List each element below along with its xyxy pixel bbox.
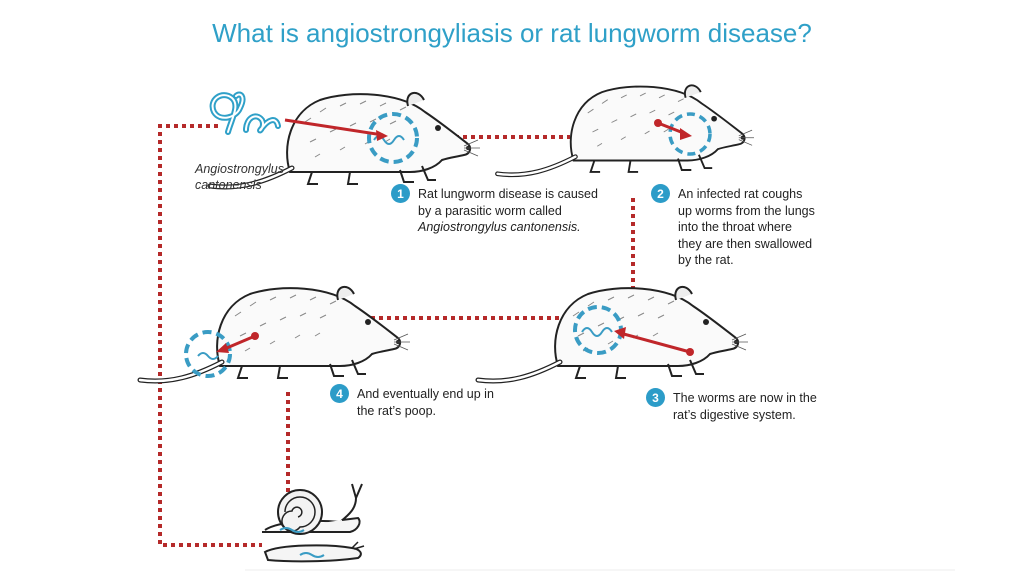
step-text-line: The worms are now in the <box>673 391 817 405</box>
step-text-line: up worms from the lungs <box>678 203 815 218</box>
step-number-badge: 3 <box>646 388 665 407</box>
step-number-badge: 2 <box>651 184 670 203</box>
step-2: 2 An infected rat coughs up worms from t… <box>651 184 815 269</box>
step-text-line: rat’s digestive system. <box>673 407 796 422</box>
rat-icon <box>478 287 748 381</box>
page-title: What is angiostrongyliasis or rat lungwo… <box>212 18 812 48</box>
step-text: The worms are now in the rat’s digestive… <box>673 390 817 423</box>
cycle-path <box>158 124 635 547</box>
throat-highlight <box>668 112 712 156</box>
step-text-line: Rat lungworm disease is caused <box>418 187 598 201</box>
rat-icon <box>498 85 755 174</box>
step-number-badge: 1 <box>391 184 410 203</box>
step-text-line: And eventually end up in <box>357 387 494 401</box>
step-text-line: into the throat where <box>678 220 792 234</box>
step-text-line: the rat’s poop. <box>357 403 436 418</box>
step-text: An infected rat coughs up worms from the… <box>678 186 815 269</box>
step-text-line: by the rat. <box>678 253 734 267</box>
species-name: cantonensis <box>195 178 262 192</box>
step-text-line: by a parasitic worm called <box>418 203 562 218</box>
snail-icon <box>262 483 363 535</box>
species-genus: Angiostrongylus <box>195 162 284 176</box>
step-4: 4 And eventually end up in the rat’s poo… <box>330 384 494 419</box>
rat-icon <box>140 287 410 381</box>
step-text: Rat lungworm disease is caused by a para… <box>418 186 598 236</box>
step-1: 1 Rat lungworm disease is caused by a pa… <box>391 184 598 236</box>
step-number-badge: 4 <box>330 384 349 403</box>
step-text-line: An infected rat coughs <box>678 187 803 201</box>
step-text-line: they are then swallowed <box>678 236 813 251</box>
lung-highlight <box>367 112 419 164</box>
poop-highlight <box>184 330 232 378</box>
species-label: Angiostrongylus cantonensis <box>195 161 284 193</box>
step-text-line-italic: Angiostrongylus cantonensis. <box>418 220 581 234</box>
slug-icon <box>263 541 365 563</box>
step-text: And eventually end up in the rat’s poop. <box>357 386 494 419</box>
step-3: 3 The worms are now in the rat’s digesti… <box>646 388 817 423</box>
